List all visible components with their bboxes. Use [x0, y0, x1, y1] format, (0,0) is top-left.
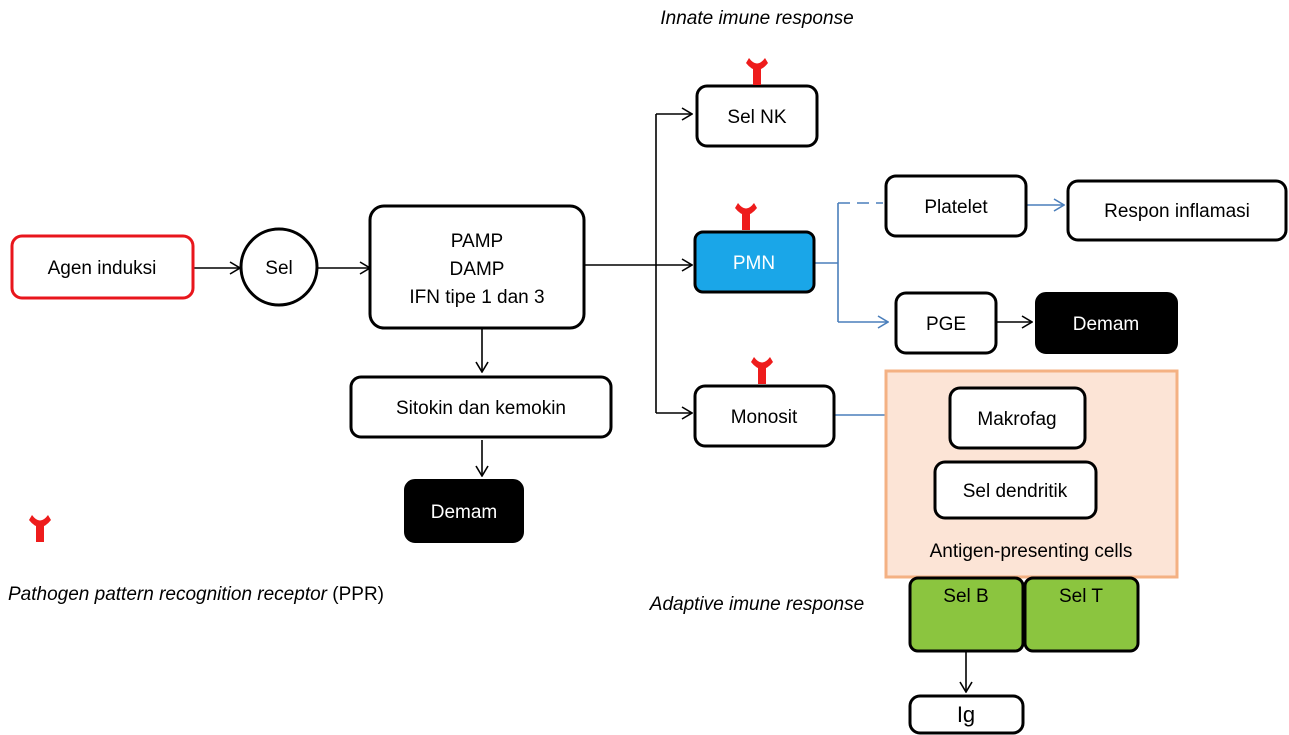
- receptor-icon-pmn: [735, 203, 757, 230]
- legend-label-italic: Pathogen pattern recognition receptor: [8, 584, 328, 605]
- node-sel-dendritik: [933, 460, 1098, 520]
- makrofag-label: Makrofag: [977, 409, 1056, 430]
- node-sel-t: Sel T: [1023, 576, 1140, 653]
- sel-b-label: Sel B: [943, 586, 988, 607]
- node-agen-induksi: Agen induksi: [10, 234, 195, 300]
- pge-label: PGE: [926, 314, 966, 335]
- legend-label: Pathogen pattern recognition receptor (P…: [8, 584, 384, 605]
- agen-induksi-label: Agen induksi: [48, 258, 157, 279]
- sitokin-label: Sitokin dan kemokin: [396, 398, 566, 419]
- apc-group: Makrofag Sel dendritik Antigen-presentin…: [884, 369, 1179, 579]
- node-ig: Ig: [908, 694, 1025, 735]
- node-demam-right: Demam: [1035, 292, 1178, 354]
- respon-label: Respon inflamasi: [1104, 201, 1250, 222]
- node-pamp-damp-ifn: PAMP DAMP IFN tipe 1 dan 3: [368, 204, 586, 330]
- black-connectors: [193, 114, 1032, 692]
- pmn-label: PMN: [733, 253, 775, 274]
- sel-dendritik-label: Sel dendritik: [963, 481, 1068, 502]
- node-demam-left: Demam: [404, 479, 524, 543]
- node-sel-nk: Sel NK: [695, 84, 819, 148]
- innate-response-title: Innate imune response: [660, 8, 853, 29]
- node-monosit: Monosit: [693, 384, 836, 448]
- node-pge: PGE: [894, 291, 998, 355]
- ig-label: Ig: [957, 702, 975, 727]
- node-sel-b: Sel B: [908, 576, 1025, 653]
- monosit-label: Monosit: [731, 407, 798, 428]
- demam-right-label: Demam: [1073, 314, 1140, 335]
- node-pmn: PMN: [693, 230, 816, 294]
- adaptive-response-title: Adaptive imune response: [649, 594, 864, 615]
- receptor-icon: [29, 515, 51, 542]
- node-makrofag: [948, 386, 1087, 450]
- sel-nk-label: Sel NK: [727, 107, 786, 128]
- damp-label: DAMP: [450, 259, 505, 280]
- node-sitokin-kemokin: Sitokin dan kemokin: [349, 375, 613, 439]
- node-sel: Sel: [239, 227, 319, 307]
- sel-label: Sel: [265, 258, 292, 279]
- sel-t-label: Sel T: [1059, 586, 1103, 607]
- node-respon-inflamasi: Respon inflamasi: [1066, 179, 1288, 242]
- ifn-label: IFN tipe 1 dan 3: [409, 287, 544, 308]
- receptor-icon-monosit: [751, 357, 773, 384]
- pamp-label: PAMP: [451, 231, 503, 252]
- demam-left-label: Demam: [431, 502, 498, 523]
- node-platelet: Platelet: [884, 174, 1028, 238]
- platelet-label: Platelet: [924, 197, 988, 218]
- receptor-icon-sel-nk: [746, 58, 768, 85]
- legend-label-suffix: (PPR): [327, 584, 384, 605]
- blue-connectors: [814, 203, 1064, 416]
- apc-label: Antigen-presenting cells: [930, 541, 1133, 562]
